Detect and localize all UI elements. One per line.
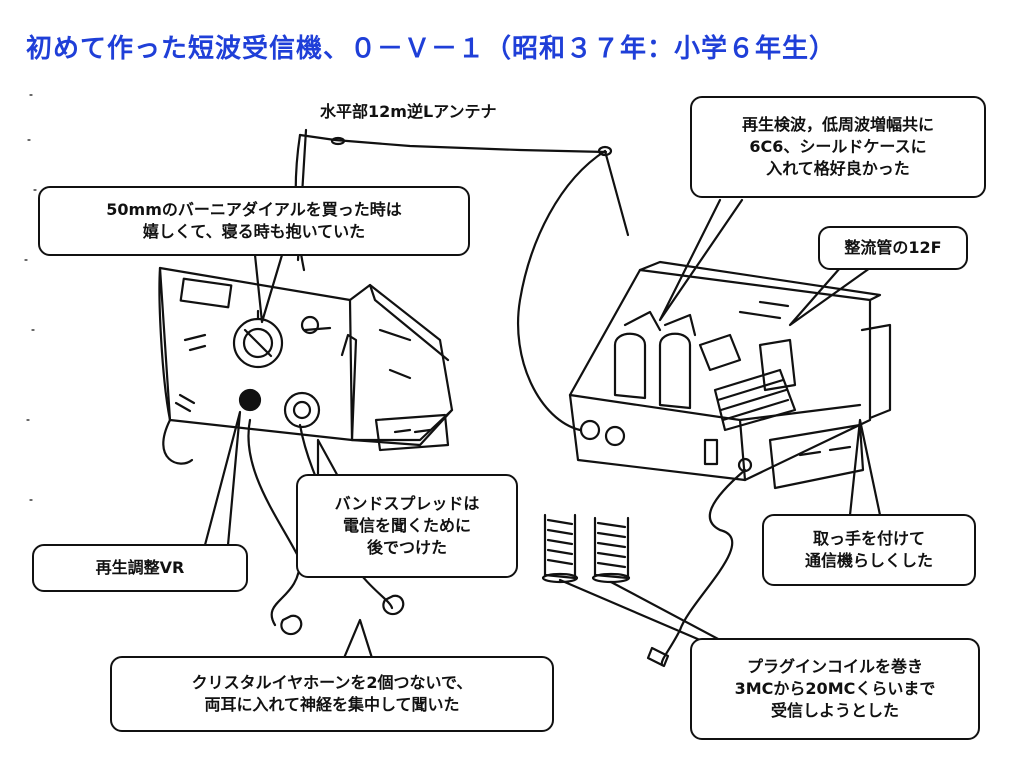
left-chassis — [158, 266, 454, 452]
callout-detector: 再生検波，低周波増幅共に 6C6、シールドケースに 入れて格好良かった — [690, 96, 986, 198]
antenna-wire — [294, 128, 630, 432]
callout-rectifier: 整流管の12F — [818, 226, 968, 270]
callout-earphone-text: クリスタルイヤホーンを2個つないで、 両耳に入れて神経を集中して聞いた — [191, 673, 473, 714]
callout-regen-vr-text: 再生調整VR — [95, 558, 185, 577]
callout-handle: 取っ手を付けて 通信機らしくした — [762, 514, 976, 586]
callout-bandspread: バンドスプレッドは 電信を聞くために 後でつけた — [296, 474, 518, 578]
callout-pointers — [203, 198, 882, 660]
callout-coils: プラグインコイルを巻き 3MCから20MCくらいまで 受信しようとした — [690, 638, 980, 740]
callout-regen-vr: 再生調整VR — [32, 544, 248, 592]
callout-handle-text: 取っ手を付けて 通信機らしくした — [804, 529, 933, 570]
callout-bandspread-text: バンドスプレッドは 電信を聞くために 後でつけた — [334, 494, 480, 557]
antenna-label: 水平部12m逆Lアンテナ — [320, 102, 497, 121]
callout-detector-text: 再生検波，低周波増幅共に 6C6、シールドケースに 入れて格好良かった — [741, 115, 934, 178]
page-title: 初めて作った短波受信機、０－Ｖ－１（昭和３７年：小学６年生） — [26, 34, 837, 64]
right-chassis — [568, 260, 892, 668]
callout-rectifier-text: 整流管の12F — [844, 238, 942, 257]
callout-earphone: クリスタルイヤホーンを2個つないで、 両耳に入れて神経を集中して聞いた — [110, 656, 554, 732]
callout-dial-text: 50mmのバーニアダイアルを買った時は 嬉しくて、寝る時も抱いていた — [106, 200, 402, 241]
callout-dial: 50mmのバーニアダイアルを買った時は 嬉しくて、寝る時も抱いていた — [38, 186, 470, 256]
plugin-coils — [541, 513, 631, 584]
callout-coils-text: プラグインコイルを巻き 3MCから20MCくらいまで 受信しようとした — [734, 657, 936, 720]
scatter-dots — [24, 94, 37, 501]
